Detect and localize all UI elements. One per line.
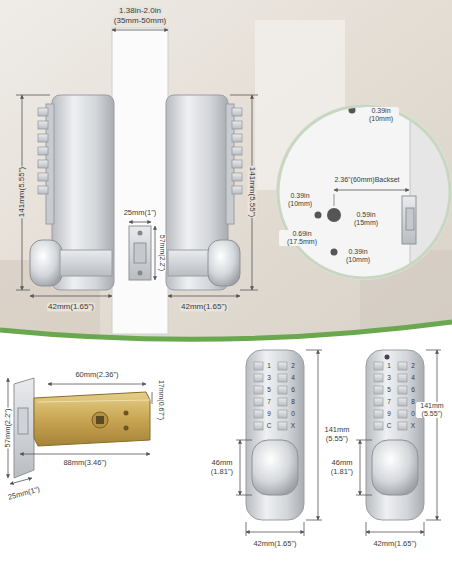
key-digit: 1 [386,362,392,369]
key-button [374,410,383,418]
key-button [254,386,263,394]
key-button [254,410,263,418]
key-digit: 9 [386,410,392,417]
dimension-label: 57mm(2.2") [158,234,166,272]
key-digit: 5 [386,386,392,393]
key-button [374,398,383,406]
dimension-label: 46mm (1.81") [207,459,237,476]
key-digit: 7 [386,398,392,405]
dimension-label: 0.39in (10mm) [363,107,399,123]
dimension-label: 17mm(0.67") [157,379,165,421]
dimension-label: 25mm(1") [123,209,158,218]
dimension-label: 0.39in (10mm) [340,248,376,264]
dimension-label: 42mm(1.65") [180,302,228,311]
dimension-label: 0.39in (10mm) [282,192,318,208]
key-button [398,386,407,394]
key-digit: 6 [410,386,416,393]
dimension-label: 141mm(5.55") [17,166,26,218]
key-button [254,362,263,370]
dimension-label: 25mm(1") [6,485,42,502]
dimension-label: 88mm(3.46") [62,459,107,468]
key-button [278,410,287,418]
key-digit: X [410,422,416,429]
key-button [374,422,383,430]
key-button [254,422,263,430]
dimension-label: 0.69in (17.5mm) [279,230,325,246]
key-button [254,374,263,382]
key-button [278,398,287,406]
key-digit: 3 [266,374,272,381]
dimension-label: (35mm-50mm) [113,16,167,25]
dimension-label: 141mm (5.55") [321,426,353,443]
key-digit: 0 [290,410,296,417]
key-button [278,386,287,394]
key-digit: 3 [386,374,392,381]
key-digit: 8 [410,398,416,405]
key-digit: 0 [410,410,416,417]
dimension-label: 1.38in-2.0in [118,6,162,15]
dimension-label: 2.36"(60mm)Backset [333,176,400,184]
key-button [278,362,287,370]
key-button [398,362,407,370]
key-digit: 5 [266,386,272,393]
dimension-label: 0.59in (15mm) [345,211,387,227]
key-button [374,374,383,382]
dimension-label: 141mm(5.55") [247,166,256,218]
dimension-label: 60mm(2.36") [74,371,119,380]
key-button [278,374,287,382]
dimension-label: 141mm (5.55") [416,402,448,418]
key-digit: 2 [290,362,296,369]
key-digit: 1 [266,362,272,369]
key-button [278,422,287,430]
key-digit: 6 [290,386,296,393]
key-digit: 4 [410,374,416,381]
dimension-label: 57mm(2.2") [4,408,13,449]
key-digit: 4 [290,374,296,381]
key-button [398,398,407,406]
dimension-label: 46mm (1.81") [327,459,357,476]
key-button [254,398,263,406]
key-digit: 9 [266,410,272,417]
dimension-label: 42mm(1.65") [372,540,417,549]
dimension-label: 42mm(1.65") [252,540,297,549]
key-digit: 2 [410,362,416,369]
key-digit: C [266,422,273,429]
key-digit: C [386,422,393,429]
key-digit: 8 [290,398,296,405]
key-button [374,386,383,394]
key-button [398,374,407,382]
key-button [374,362,383,370]
key-digit: X [290,422,296,429]
dimension-label: 42mm(1.65") [47,302,95,311]
key-button [398,410,407,418]
key-button [398,422,407,430]
key-digit: 7 [266,398,272,405]
